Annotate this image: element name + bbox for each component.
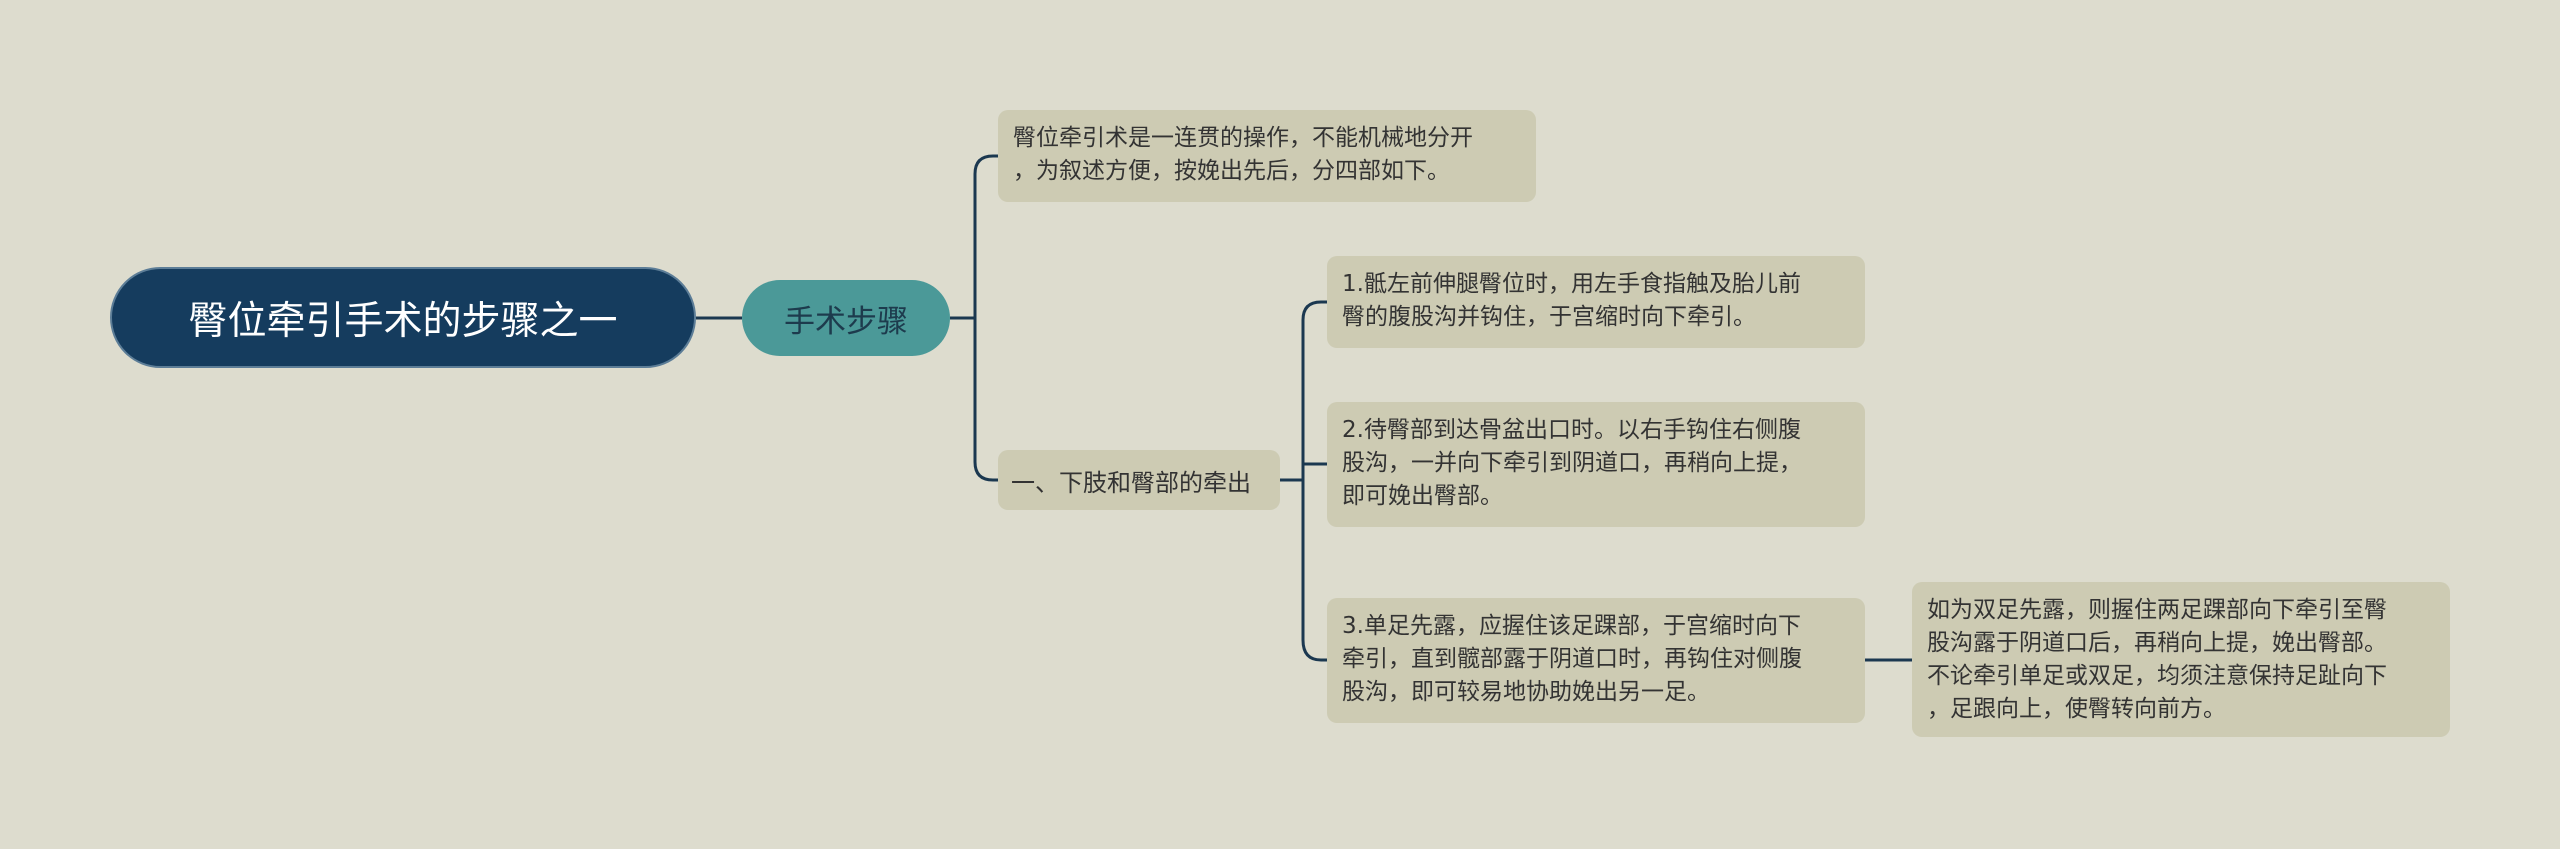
description-box[interactable]: 臀位牵引术是一连贯的操作，不能机械地分开 ，为叙述方便，按娩出先后，分四部如下。 — [998, 110, 1536, 202]
step-1-box[interactable]: 1.骶左前伸腿臀位时，用左手食指触及胎儿前 臀的腹股沟并钩住，于宫缩时向下牵引。 — [1327, 256, 1865, 348]
root-topic[interactable]: 臀位牵引手术的步骤之一 — [110, 267, 696, 368]
link-branch-children — [950, 154, 998, 482]
section-label: 一、下肢和臀部的牵出 — [1011, 468, 1251, 497]
branch-surgery-steps[interactable]: 手术步骤 — [742, 280, 950, 356]
root-topic-label: 臀位牵引手术的步骤之一 — [188, 298, 618, 344]
link-section-steps — [1280, 300, 1327, 662]
section-lower-limb-buttocks[interactable]: 一、下肢和臀部的牵出 — [998, 450, 1280, 510]
step-3-box[interactable]: 3.单足先露，应握住该足踝部，于宫缩时向下 牵引，直到髋部露于阴道口时，再钩住对… — [1327, 598, 1865, 723]
branch-label: 手术步骤 — [784, 303, 908, 340]
step-3-note-box[interactable]: 如为双足先露，则握住两足踝部向下牵引至臀 股沟露于阴道口后，再稍向上提，娩出臀部… — [1912, 582, 2450, 737]
step-2-box[interactable]: 2.待臀部到达骨盆出口时。以右手钩住右侧腹 股沟，一并向下牵引到阴道口，再稍向上… — [1327, 402, 1865, 527]
